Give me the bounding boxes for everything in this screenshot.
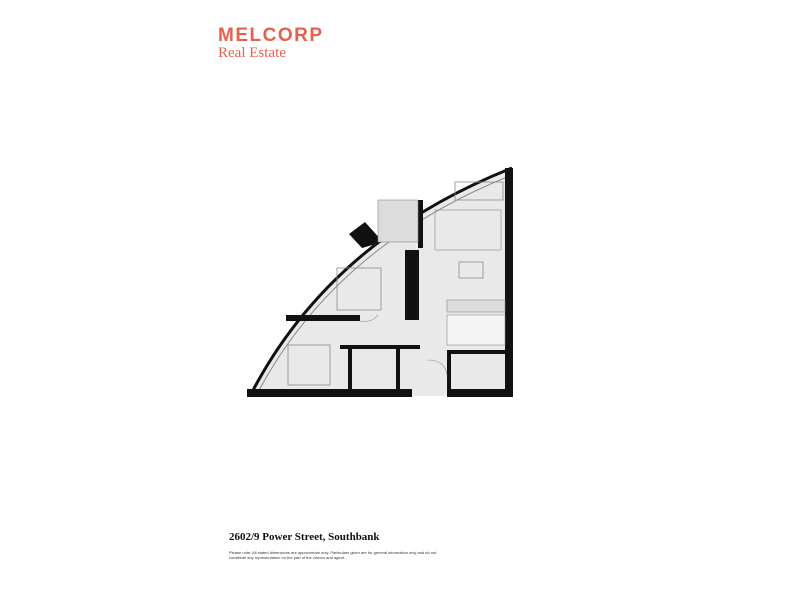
ensuite-wall: [447, 350, 507, 354]
bath-wall-left: [348, 345, 352, 390]
bed-bedroom2: [336, 267, 382, 311]
south-wall-left: [247, 389, 412, 397]
balcony-wall: [349, 222, 383, 248]
south-wall-right: [447, 389, 513, 397]
door-entry: [427, 359, 448, 376]
dining-table: [458, 261, 484, 279]
ensuite-wall-left: [447, 350, 451, 390]
brand-name: MELCORP: [218, 25, 324, 46]
curved-facade: [248, 166, 513, 397]
bed-bedroom1: [287, 344, 331, 386]
bath-wall-right: [396, 345, 400, 390]
bath-wall-top: [340, 345, 420, 349]
kitchen-island: [446, 314, 506, 346]
listing-disclaimer: Please note: All stated dimensions are a…: [229, 550, 437, 560]
brand-logo: MELCORP Real Estate: [218, 25, 324, 61]
lounge-rug: [434, 209, 502, 251]
balcony-tile: [377, 199, 419, 243]
balcony-partition: [418, 200, 423, 248]
bedroom1-partition: [286, 315, 360, 321]
curved-facade-inner: [255, 174, 513, 397]
corridor-wall: [411, 250, 419, 320]
listing-address: 2602/9 Power Street, Southbank: [229, 531, 380, 543]
east-wall: [505, 168, 513, 396]
corridor-wall-top: [405, 250, 411, 320]
brand-tagline: Real Estate: [218, 45, 286, 61]
kitchen-bench: [446, 299, 506, 313]
door-bedroom2: [359, 314, 379, 322]
sofa: [454, 181, 504, 201]
